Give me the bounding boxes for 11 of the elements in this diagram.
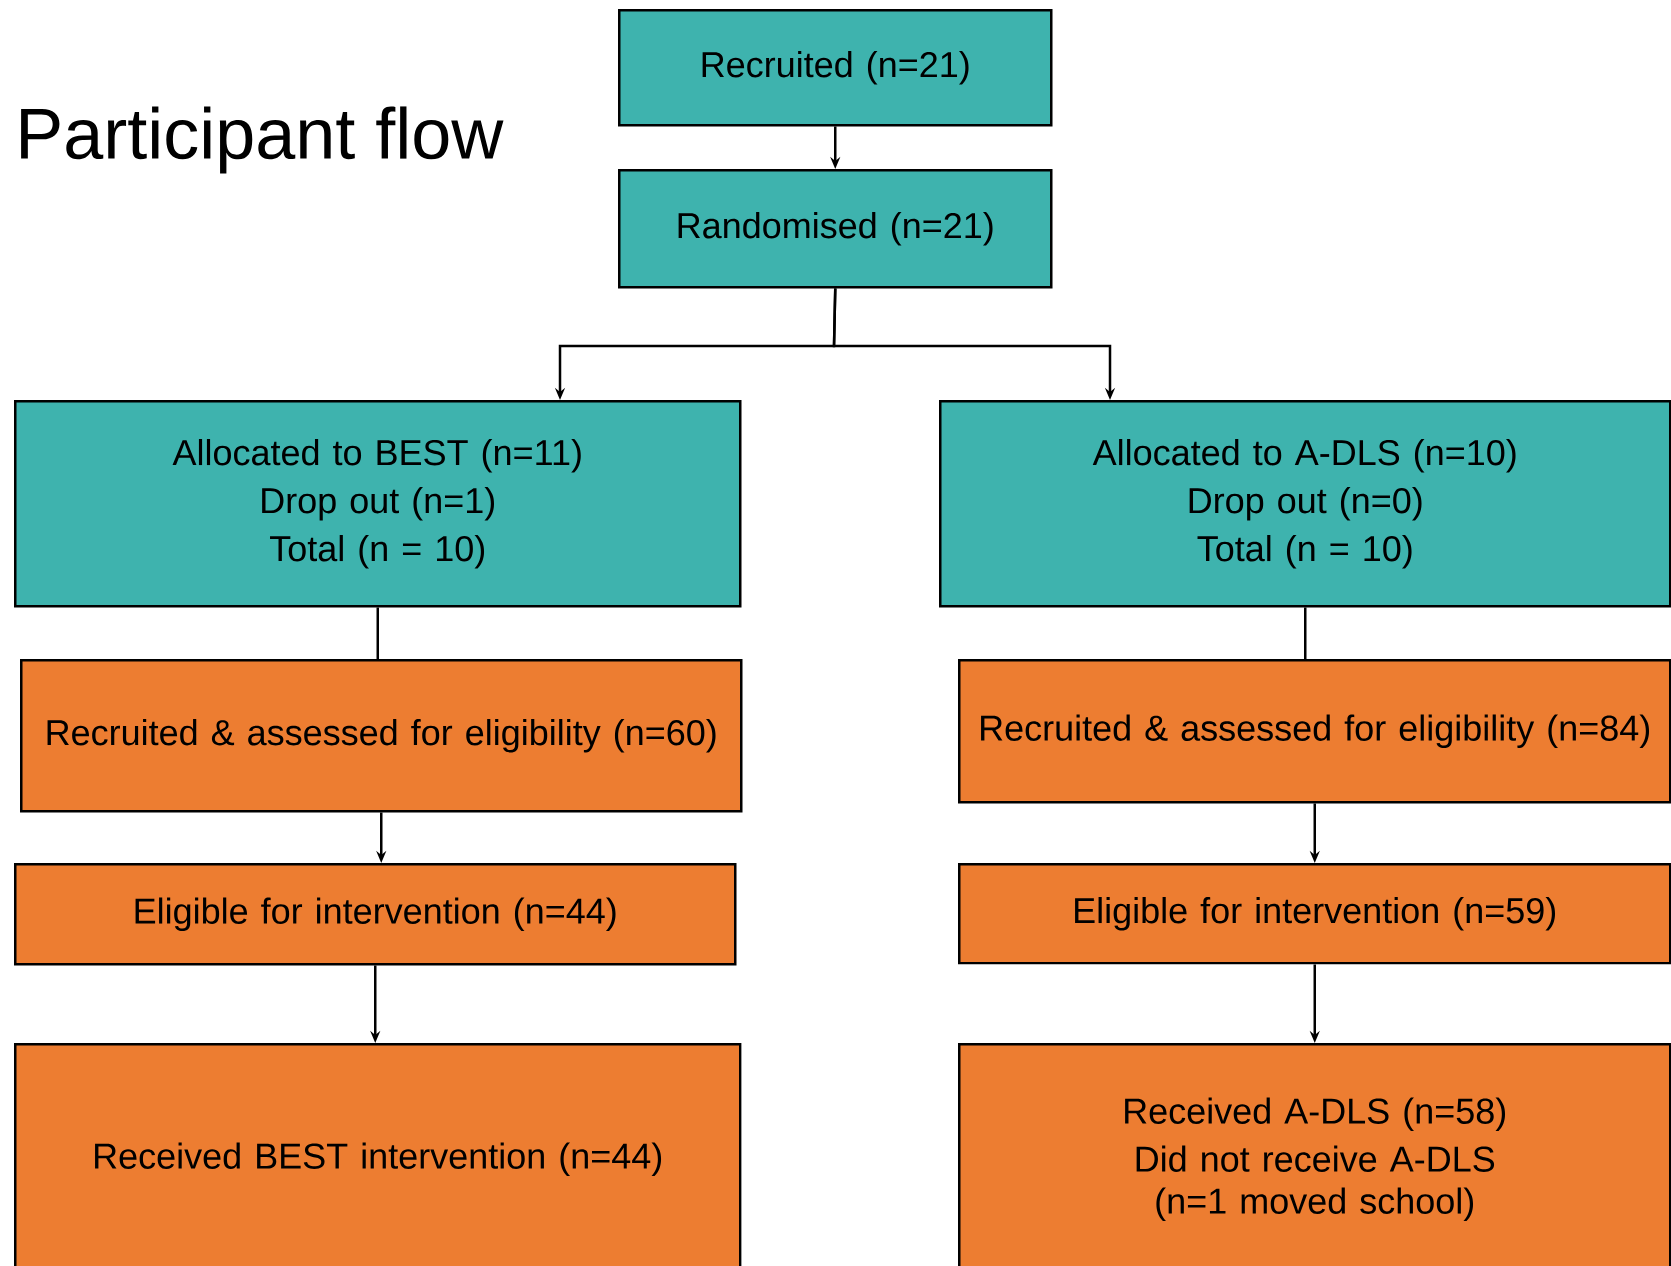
process-box: Recruited & assessed for eligibility (n=60) [20, 659, 743, 813]
process-box: Allocated to A-DLS (n=10) Drop out (n=0) Total (n = 10) [939, 400, 1671, 608]
process-box: Recruited & assessed for eligibility (n=84) [958, 659, 1671, 804]
process-box: Eligible for intervention (n=44) [14, 863, 737, 966]
process-box: Allocated to BEST (n=11) Drop out (n=1) Total (n = 10) [14, 400, 742, 608]
process-box: Received BEST intervention (n=44) [14, 1043, 742, 1266]
process-box: Recruited (n=21) [618, 9, 1053, 127]
process-box: Eligible for intervention (n=59) [958, 863, 1671, 965]
process-box: Randomised (n=21) [618, 169, 1053, 289]
process-box: Received A-DLS (n=58) Did not receive A-DLS (n=1 moved school) [958, 1043, 1671, 1266]
title: Participant flow [21, 106, 504, 174]
